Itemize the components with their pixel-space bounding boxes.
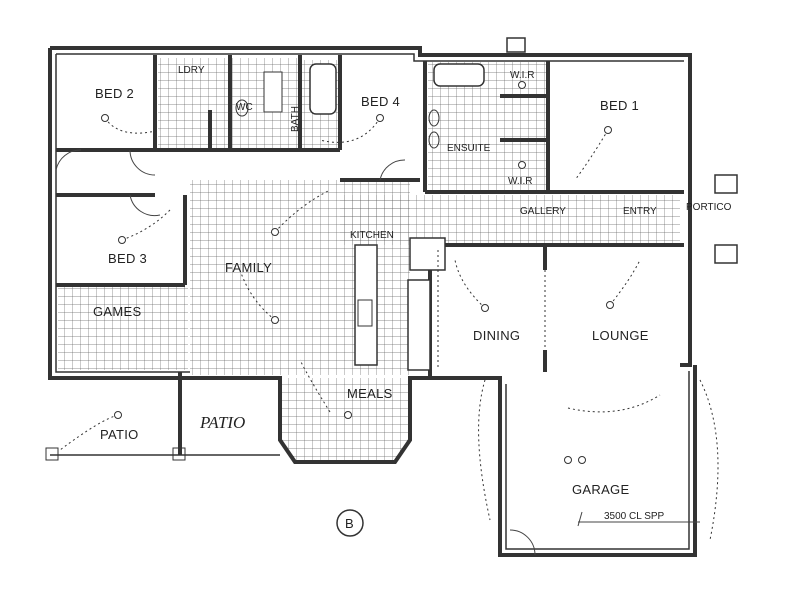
plan-marker-circle <box>336 509 364 537</box>
room-label-bed1: BED 1 <box>600 98 639 113</box>
door-swings <box>55 149 536 556</box>
plan-marker: B <box>345 516 354 531</box>
electrical-runs <box>59 117 719 541</box>
room-label-wir-top: W.I.R <box>510 70 534 81</box>
room-label-portico: PORTICO <box>686 202 732 213</box>
room-label-entry: ENTRY <box>623 206 657 217</box>
room-label-games: GAMES <box>93 304 141 319</box>
room-label-garage: GARAGE <box>572 482 629 497</box>
room-label-meals: MEALS <box>347 386 393 401</box>
room-label-bath: BATH <box>290 106 301 132</box>
tiled-floor <box>58 58 680 462</box>
ceiling-note-leader <box>577 511 700 527</box>
room-label-dining: DINING <box>473 328 520 343</box>
room-label-ldry: LDRY <box>178 65 205 76</box>
room-label-patio-left: PATIO <box>100 427 139 442</box>
ceiling-note: 3500 CL SPP <box>604 511 665 522</box>
room-label-ensuite: ENSUITE <box>447 143 491 154</box>
garage-door <box>437 250 546 370</box>
room-label-patio-hand: PATIO <box>199 413 245 432</box>
room-label-gallery: GALLERY <box>520 206 566 217</box>
room-label-kitchen: KITCHEN <box>350 230 394 241</box>
bathroom-fixtures <box>235 63 485 149</box>
kitchen-bench <box>354 237 446 371</box>
room-label-lounge: LOUNGE <box>592 328 649 343</box>
room-label-family: FAMILY <box>225 260 272 275</box>
room-label-wir-bottom: W.I.R <box>508 176 532 187</box>
room-label-bed2: BED 2 <box>95 86 134 101</box>
room-label-bed3: BED 3 <box>108 251 147 266</box>
room-label-bed4: BED 4 <box>361 94 400 109</box>
light-points <box>101 81 614 464</box>
portico-posts <box>45 37 738 461</box>
room-label-wc: WC <box>236 102 253 113</box>
